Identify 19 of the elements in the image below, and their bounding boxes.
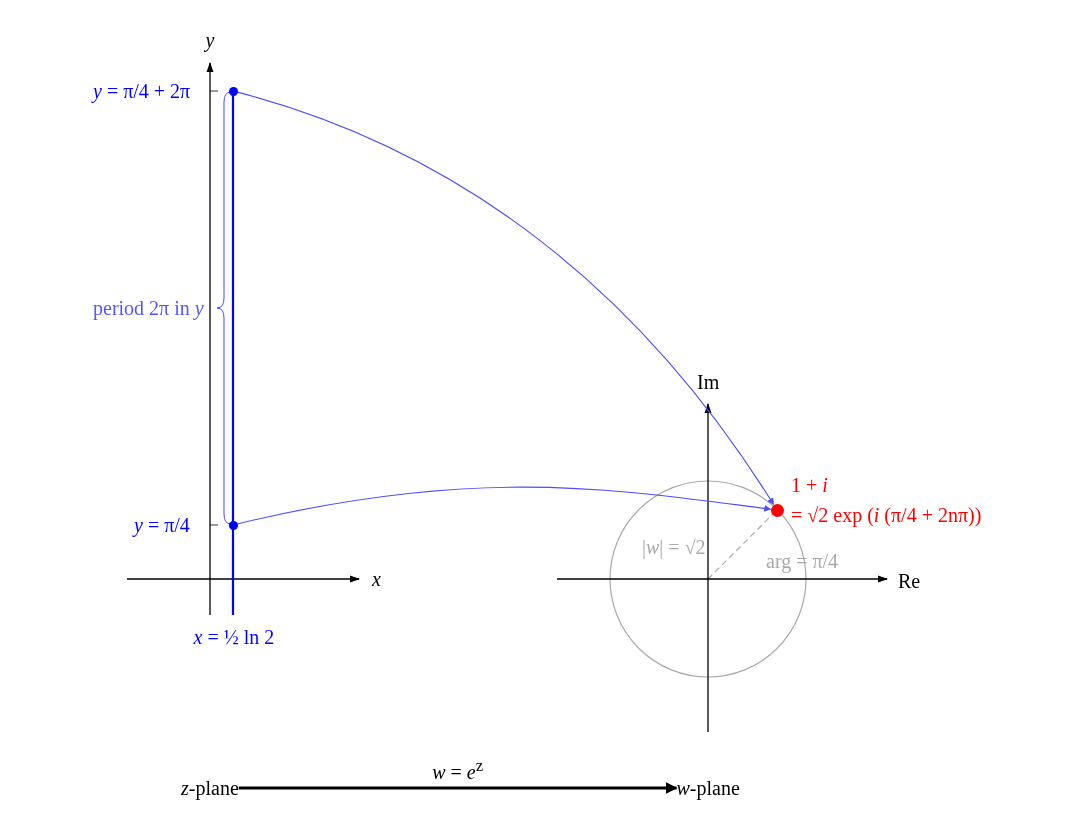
mapping-arrow <box>236 91 775 506</box>
axis-label: x <box>372 568 381 590</box>
mapping-arrow <box>236 486 772 525</box>
image-point <box>770 503 784 517</box>
line-label: x = ½ ln 2 <box>193 626 275 648</box>
tick-label: y = π/4 + 2π <box>93 80 191 102</box>
mapping-arrow <box>238 782 678 794</box>
point-marker <box>228 520 238 530</box>
period-label: period 2π in y <box>93 297 204 319</box>
polar-form-label: = √2 exp (i (π/4 + 2nπ)) <box>791 504 982 526</box>
plane-caption: z-plane <box>181 777 239 799</box>
axis-label: y <box>205 29 215 51</box>
argument-label: arg = π/4 <box>766 550 839 572</box>
axis-label: Im <box>697 371 720 393</box>
point-marker <box>228 86 238 96</box>
axis-label: Re <box>898 570 921 592</box>
tick-label: y = π/4 <box>134 514 190 536</box>
plane-caption: w-plane <box>676 777 740 799</box>
point-label: 1 + i <box>791 474 828 496</box>
